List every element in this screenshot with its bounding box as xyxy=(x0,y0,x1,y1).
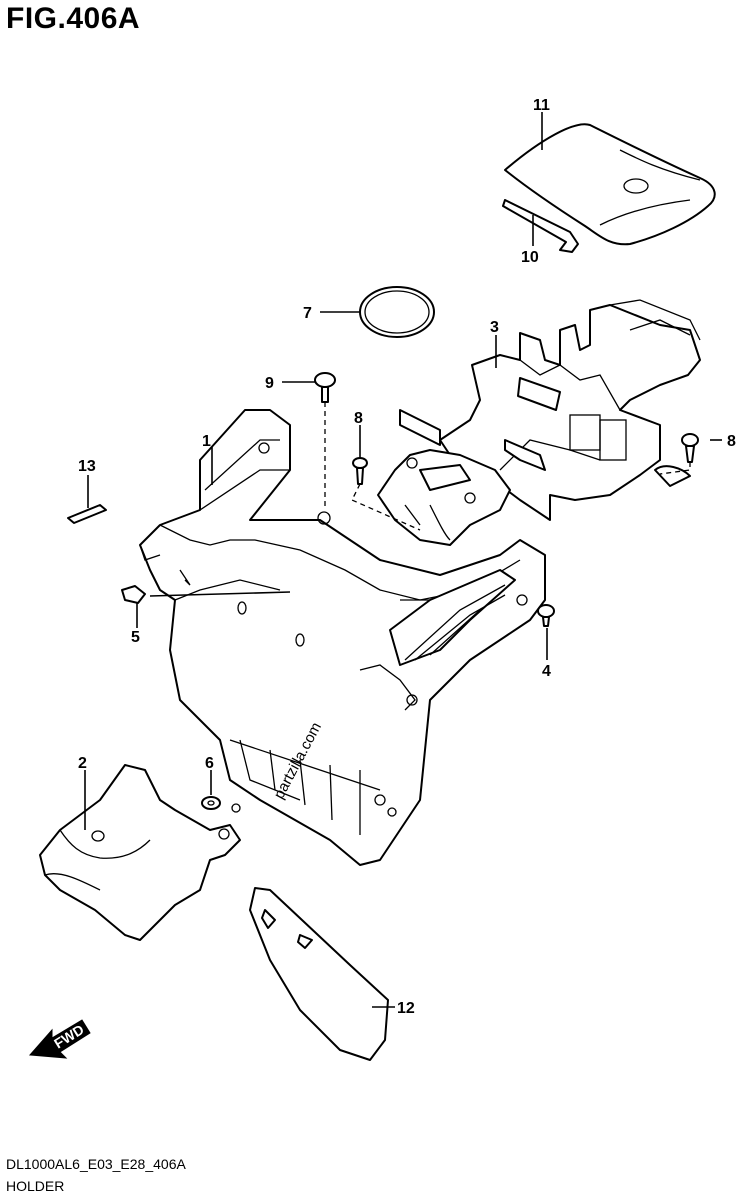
callout-13: 13 xyxy=(78,458,96,475)
arrow-left-icon xyxy=(28,1019,91,1059)
part-6-washer xyxy=(201,796,241,813)
part-5-clip xyxy=(121,585,291,604)
callout-11: 11 xyxy=(533,97,550,114)
callout-7: 7 xyxy=(303,305,312,322)
part-8-screw-left xyxy=(351,457,421,531)
callout-4: 4 xyxy=(542,663,551,680)
callout-6: 6 xyxy=(205,755,214,772)
part-8-screw-right xyxy=(659,433,699,475)
part-2-cover xyxy=(39,764,241,941)
callout-12: 12 xyxy=(397,1000,415,1017)
part-9-screw xyxy=(314,372,336,510)
figure-title: FIG.406A xyxy=(6,2,141,35)
part-10-hex-wrench xyxy=(502,199,579,253)
callout-2: 2 xyxy=(78,755,87,772)
callout-8-right: 8 xyxy=(727,433,736,450)
part-13-pad xyxy=(67,504,107,524)
callout-1: 1 xyxy=(202,433,211,450)
part-4-screw xyxy=(537,604,555,627)
part-3-sub-plate xyxy=(377,449,511,546)
part-11-seat-cover xyxy=(504,123,716,246)
model-code: DL1000AL6_E03_E28_406A xyxy=(6,1156,186,1172)
section-name: HOLDER xyxy=(6,1178,65,1194)
part-12-plate xyxy=(249,887,389,1061)
leader-lines xyxy=(84,112,722,1008)
callout-8-left: 8 xyxy=(354,410,363,427)
part-1-holder xyxy=(139,409,546,866)
fwd-direction-marker: FWD xyxy=(28,1019,91,1059)
callout-5: 5 xyxy=(131,629,140,646)
part-7-o-ring xyxy=(359,286,435,338)
callout-9: 9 xyxy=(265,375,274,392)
callout-3: 3 xyxy=(490,319,499,336)
callout-10: 10 xyxy=(521,249,539,266)
